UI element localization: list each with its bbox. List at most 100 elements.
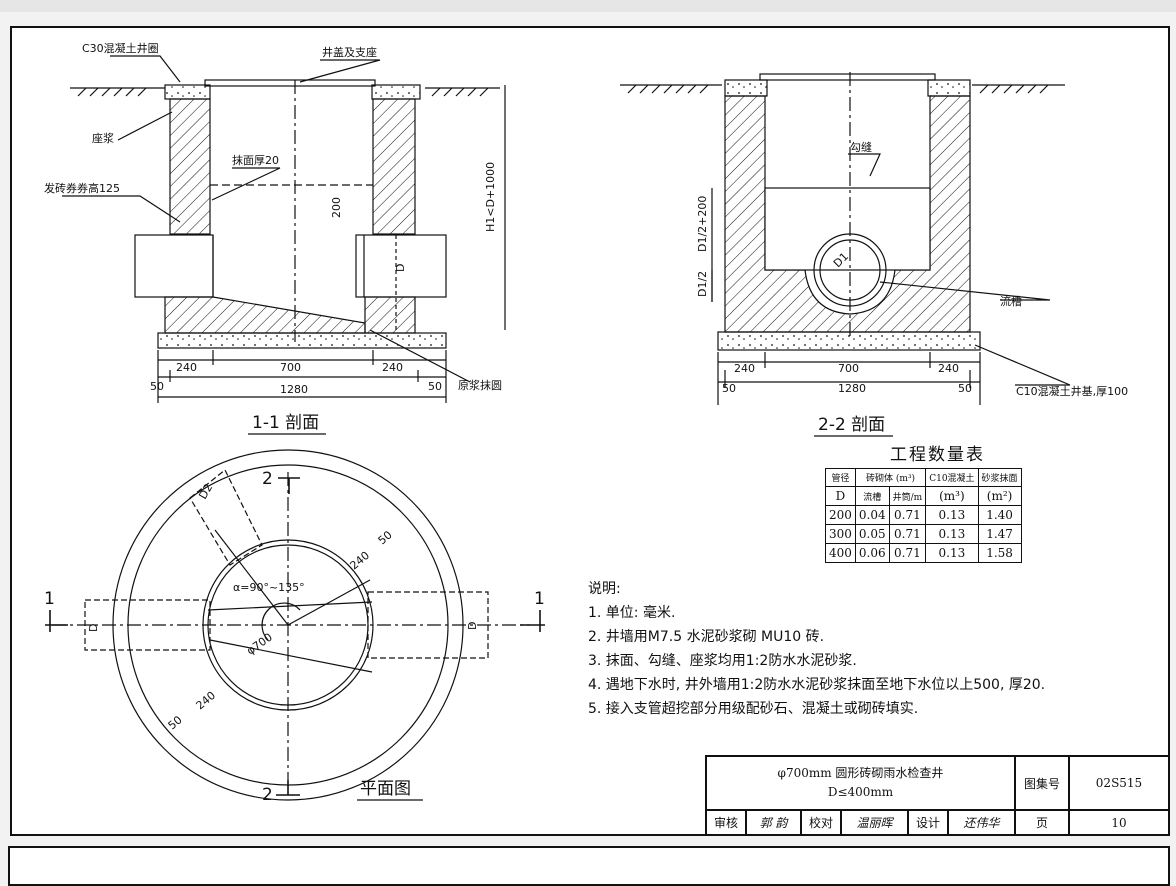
label-channel: 流槽 [1000,294,1022,308]
label-50-b: 50 [166,713,185,732]
cell: 400 [825,543,856,563]
dim-700: 700 [280,361,301,374]
label-c30-ring: C30混凝土井圈 [82,41,159,55]
cell: 0.13 [925,505,979,525]
title-section-1: 1-1 剖面 [252,413,319,433]
label-pointing: 勾缝 [850,140,872,154]
th-channel: 流槽 [854,486,890,506]
note-item: 3. 抹面、勾缝、座浆均用1:2防水水泥砂浆. [588,653,857,669]
notes-heading: 说明: [588,581,621,597]
mark-1-right: 1 [534,589,545,609]
dim-240-l2: 240 [734,362,755,375]
label-d1-2: D1/2 [696,271,709,297]
concrete-ring-left [164,84,211,100]
cell: 0.05 [854,524,890,544]
well-wall-left [169,98,211,235]
review-label: 审核 [705,809,747,836]
th-brick: 砖砌体 (m³) [854,468,927,487]
section-2-2 [620,72,1071,405]
th-m2: (m²) [977,486,1022,506]
label-240-b: 240 [194,689,218,712]
label-arch-brick: 发砖券券高125 [44,181,120,195]
cell: 0.71 [888,505,927,525]
cell: 1.47 [977,524,1022,544]
cell: 0.71 [888,524,927,544]
dim-d-outlet: D [394,264,407,272]
table-row: 300 0.05 0.71 0.13 1.47 [825,524,1022,544]
mark-2-bottom: 2 [262,785,273,805]
page-number: 10 [1068,809,1170,836]
section-1-1-text: C30混凝土井圈 井盖及支座 座浆 抹面厚20 发砖券券高125 原浆抹圆 20… [44,41,502,433]
check-label: 校对 [800,809,843,836]
label-cover-seat: 井盖及支座 [322,45,377,59]
label-d-outlet: D [466,622,479,630]
plan-view-text: D2 α=90°~135° φ700 240 50 240 50 D D 1 1… [44,469,545,805]
dim-h: H1<D+1000 [484,162,497,232]
page-label: 页 [1014,809,1070,836]
th-c10: C10混凝土 [925,468,979,487]
mark-2-top: 2 [262,469,273,489]
mark-1-left: 1 [44,589,55,609]
dim-50-l2: 50 [722,382,736,395]
drawing-name-line2: D≤400mm [827,785,894,799]
notes: 说明: 1. 单位: 毫米. 2. 井墙用M7.5 水泥砂浆砌 MU10 砖. … [588,577,1045,721]
th-wall: 井筒/m [888,486,927,506]
checker-signature: 温丽晖 [840,809,910,836]
dim-240-r2: 240 [938,362,959,375]
title-plan: 平面图 [360,779,411,799]
dim-200: 200 [330,197,343,218]
label-c10-base: C10混凝土井基,厚100 [1016,384,1128,398]
dim-50-l: 50 [150,380,164,393]
note-item: 4. 遇地下水时, 井外墙用1:2防水水泥砂浆抹面至地下水位以上500, 厚20… [588,677,1046,693]
table-row: 200 0.04 0.71 0.13 1.40 [825,505,1022,525]
atlas-label: 图集号 [1014,755,1070,811]
th-m3: (m³) [925,486,979,506]
inlet-pipe [134,234,214,298]
title-section-2: 2-2 剖面 [818,415,885,435]
quantity-table-title: 工程数量表 [890,445,985,465]
label-d1-2-200: D1/2+200 [696,196,709,252]
ground-line-right [620,84,1065,94]
drawing-name-line1: φ700mm 圆形砖砌雨水检查井 [777,766,944,780]
c10-base-2 [717,331,981,351]
section-2-2-text: 勾缝 D1/2+200 D1/2 D1 流槽 C10混凝土井基,厚100 240… [696,140,1128,435]
drawing-name: φ700mm 圆形砖砌雨水检查井 D≤400mm [705,755,1016,811]
note-item: 1. 单位: 毫米. [588,605,676,621]
cell: 0.06 [854,543,890,563]
title-block: φ700mm 圆形砖砌雨水检查井 D≤400mm 图集号 02S515 审核 郭… [705,755,1170,836]
cell: 200 [825,505,856,525]
reviewer-signature: 郭 韵 [744,809,803,836]
cell: 0.13 [925,543,979,563]
design-label: 设计 [907,809,950,836]
cell: 0.04 [854,505,890,525]
label-grout-ring: 原浆抹圆 [458,378,502,392]
cell: 300 [825,524,856,544]
cell: 1.40 [977,505,1022,525]
label-50-a: 50 [376,528,395,547]
atlas-number: 02S515 [1068,755,1170,811]
dim-1280-2: 1280 [838,382,866,395]
label-d-inlet: D [87,624,100,632]
th-pipe: 管径 [825,468,856,487]
note-item: 2. 井墙用M7.5 水泥砂浆砌 MU10 砖. [588,629,825,645]
section-1-1 [62,55,506,403]
c10-base-1 [157,332,447,349]
manhole-cover [204,79,376,87]
th-plaster: 砂浆抹面 [977,468,1022,487]
table-row: 400 0.06 0.71 0.13 1.58 [825,543,1022,563]
dim-50-r: 50 [428,380,442,393]
top-strip [0,0,1176,12]
plan-view [45,449,545,801]
cell: 0.71 [888,543,927,563]
cell: 0.13 [925,524,979,544]
dim-700-2: 700 [838,362,859,375]
quantity-table: 管径 砖砌体 (m³) C10混凝土 砂浆抹面 D 流槽 井筒/m (m³) (… [825,468,1022,563]
label-phi700: φ700 [244,631,275,658]
dim-240-r: 240 [382,361,403,374]
designer-signature: 还伟华 [947,809,1016,836]
ground-line-left [70,87,500,97]
th-d: D [825,486,856,506]
next-sheet-edge [8,846,1170,886]
well-bottom [164,296,366,334]
